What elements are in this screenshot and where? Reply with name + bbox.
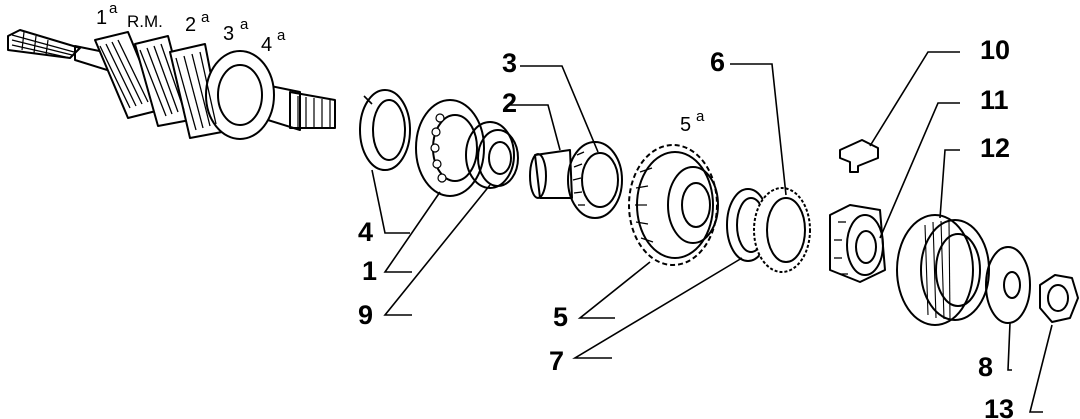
- gear-label-first: 1 a: [96, 0, 118, 29]
- gear-label-fourth: 4 a: [261, 27, 286, 56]
- main-shaft-assembly: [7, 29, 336, 140]
- sliding-sleeve-part: [896, 214, 990, 326]
- callout-12: 12: [980, 133, 1010, 163]
- needle-bearing-part: [567, 141, 623, 219]
- callout-9: 9: [358, 300, 373, 330]
- gear-label-fifth: 5 a: [680, 108, 705, 136]
- callout-3: 3: [502, 48, 517, 78]
- callout-8: 8: [978, 352, 993, 382]
- synchro-hub-part: [829, 204, 886, 283]
- svg-text:a: a: [277, 27, 286, 44]
- svg-text:2: 2: [185, 14, 196, 36]
- synchro-toothed-ring-part: [753, 187, 811, 273]
- callout-11: 11: [980, 85, 1009, 115]
- leader-lines: [371, 51, 1053, 413]
- callout-2: 2: [502, 88, 517, 118]
- svg-text:a: a: [240, 16, 249, 33]
- fifth-gear-part: [628, 144, 719, 266]
- nut-part: [1039, 274, 1079, 323]
- callout-1: 1: [362, 256, 377, 286]
- svg-text:5: 5: [680, 114, 691, 136]
- svg-text:4: 4: [261, 34, 272, 56]
- gear-label-third: 3 a: [223, 16, 249, 45]
- svg-text:1: 1: [96, 7, 107, 29]
- callout-4: 4: [358, 217, 373, 247]
- washer-part: [985, 246, 1031, 324]
- svg-text:3: 3: [223, 23, 234, 45]
- callout-13: 13: [984, 394, 1014, 419]
- circlip-part: [359, 89, 411, 171]
- key-part: [839, 139, 879, 173]
- bearing-part: [415, 99, 485, 197]
- svg-text:a: a: [201, 9, 210, 26]
- callout-10: 10: [980, 35, 1010, 65]
- callout-7: 7: [549, 346, 564, 376]
- callout-6: 6: [710, 47, 725, 77]
- svg-text:a: a: [109, 0, 118, 17]
- callout-5: 5: [553, 302, 568, 332]
- gear-label-second: 2 a: [185, 9, 210, 36]
- gear-label-reverse: R.M.: [127, 12, 163, 31]
- thrust-ring-part: [465, 121, 519, 189]
- bushing-part: [529, 149, 573, 199]
- svg-text:a: a: [696, 108, 705, 125]
